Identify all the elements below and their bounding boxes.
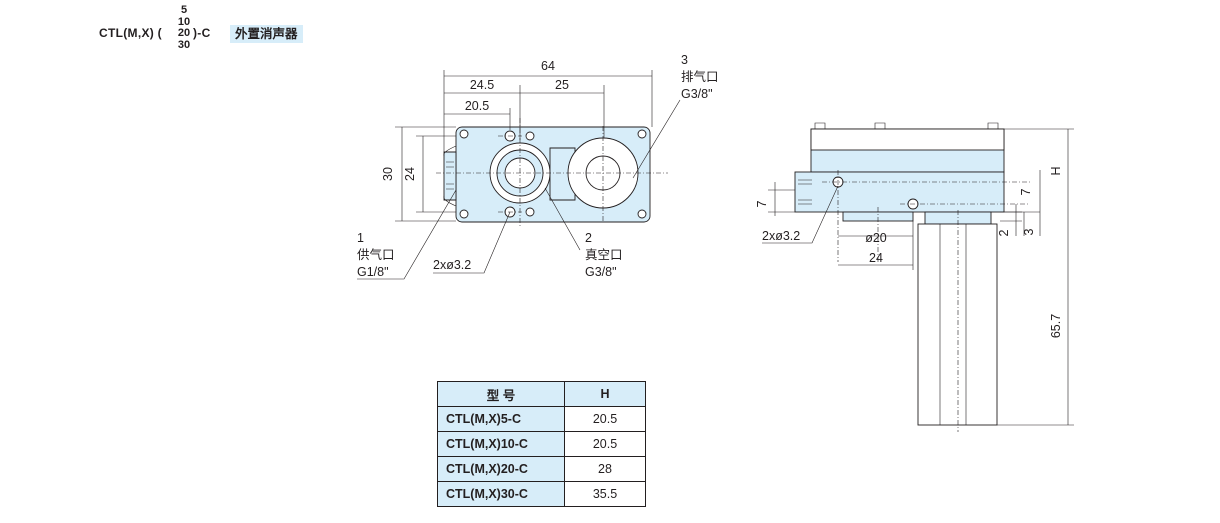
dim-7-left-label: 7 [755, 200, 769, 207]
port-1-number: 1 [357, 231, 364, 245]
fitting-curves [443, 145, 457, 207]
silencer-badge: 外置消声器 [230, 25, 303, 43]
dim-64 [443, 70, 653, 152]
dim-3-label: 3 [1022, 228, 1036, 235]
port-1-leader [357, 189, 457, 280]
port-3-number: 3 [681, 53, 688, 67]
table-header-model: 型 号 [437, 381, 565, 407]
port-3-thread: G3/8" [681, 87, 713, 101]
main-body [794, 171, 1005, 213]
dim-24-5-label: 24.5 [470, 78, 494, 92]
model-code: CTL(M,X) ( 5 10 20 30 )-C 外置消声器 [99, 3, 329, 63]
dim-64-label: 64 [541, 59, 555, 73]
dim-24 [416, 135, 456, 213]
dim-7-right-label: 7 [1019, 188, 1033, 195]
holes-label: 2xø3.2 [433, 258, 471, 272]
table-header-row: 型 号 H [437, 381, 646, 407]
table-cell-model: CTL(M,X)30-C [437, 481, 565, 507]
table-row: CTL(M,X)30-C 35.5 [437, 481, 646, 507]
table-cell-h: 20.5 [564, 431, 646, 457]
dim-24-side-label: 24 [869, 251, 883, 265]
top-screws [814, 122, 999, 129]
table-cell-model: CTL(M,X)20-C [437, 456, 565, 482]
table-row: CTL(M,X)10-C 20.5 [437, 431, 646, 457]
body-ribs [798, 179, 812, 205]
mount-hole [525, 207, 535, 217]
dim-2-label: 2 [997, 229, 1011, 236]
table-cell-h: 20.5 [564, 406, 646, 432]
dim-2-3 [1000, 204, 1025, 236]
dim-30 [395, 126, 456, 222]
side-center-lines [822, 170, 1030, 432]
stroke-option: 30 [177, 38, 191, 51]
upper-block-top [810, 128, 1005, 151]
model-suffix: )-C [193, 26, 211, 40]
port-2-number: 2 [585, 231, 592, 245]
stroke-options: 5 10 20 30 [174, 4, 194, 51]
dim-7-right [1004, 170, 1041, 236]
mount-hole [637, 129, 647, 139]
model-prefix: CTL(M,X) ( [99, 26, 162, 40]
top-center-lines [436, 118, 668, 228]
fitting-ribs [446, 161, 454, 190]
stroke-option: 5 [180, 4, 188, 16]
dim-20-5-label: 20.5 [465, 99, 489, 113]
port-1-name: 供气口 [357, 247, 395, 262]
table-cell-h: 28 [564, 456, 646, 482]
silencer-edges [939, 224, 967, 425]
supply-fitting [443, 151, 457, 201]
table-cell-model: CTL(M,X)10-C [437, 431, 565, 457]
dim-7-left [768, 182, 795, 216]
port-3-leader [632, 99, 681, 179]
dim-h-label: H [1049, 166, 1063, 175]
table-cell-h: 35.5 [564, 481, 646, 507]
dim-30-label: 30 [381, 167, 395, 181]
dim-25-label: 25 [555, 78, 569, 92]
spec-table: 型 号 H CTL(M,X)5-C 20.5 CTL(M,X)10-C 20.5… [437, 381, 646, 507]
table-row: CTL(M,X)20-C 28 [437, 456, 646, 482]
top-view: 64 24.5 25 20.5 30 24 1 供气口 G1/8" 2xø3.2… [357, 53, 719, 280]
dim-20-label: ø20 [865, 231, 887, 245]
port-1-thread: G1/8" [357, 265, 389, 279]
port-2-thread: G3/8" [585, 265, 617, 279]
dim-h-65-7 [997, 128, 1074, 426]
port-3-name: 排气口 [681, 69, 719, 84]
silencer-column [917, 223, 998, 426]
dim-24-label: 24 [403, 167, 417, 181]
side-holes-leader [762, 185, 839, 244]
stroke-option: 10 [177, 15, 191, 28]
dim-65-7-label: 65.7 [1049, 314, 1063, 338]
port-2-name: 真空口 [585, 248, 623, 262]
holes-leader [433, 211, 511, 274]
side-holes-label: 2xø3.2 [762, 229, 800, 243]
table-cell-model: CTL(M,X)5-C [437, 406, 565, 432]
mount-hole [637, 209, 647, 219]
table-row: CTL(M,X)5-C 20.5 [437, 406, 646, 432]
bridge-block [549, 147, 576, 201]
mount-hole [525, 131, 535, 141]
side-view: H 7 7 2 3 ø20 24 65.7 2xø3.2 [755, 122, 1074, 432]
port-2-leader [544, 187, 581, 251]
dim-20-5 [444, 108, 511, 130]
mount-hole [459, 129, 469, 139]
dim-24-5-25 [444, 85, 605, 140]
stroke-option: 20 [177, 27, 191, 39]
mount-hole [459, 209, 469, 219]
dim-20-24 [838, 221, 914, 270]
table-header-h: H [564, 381, 646, 407]
